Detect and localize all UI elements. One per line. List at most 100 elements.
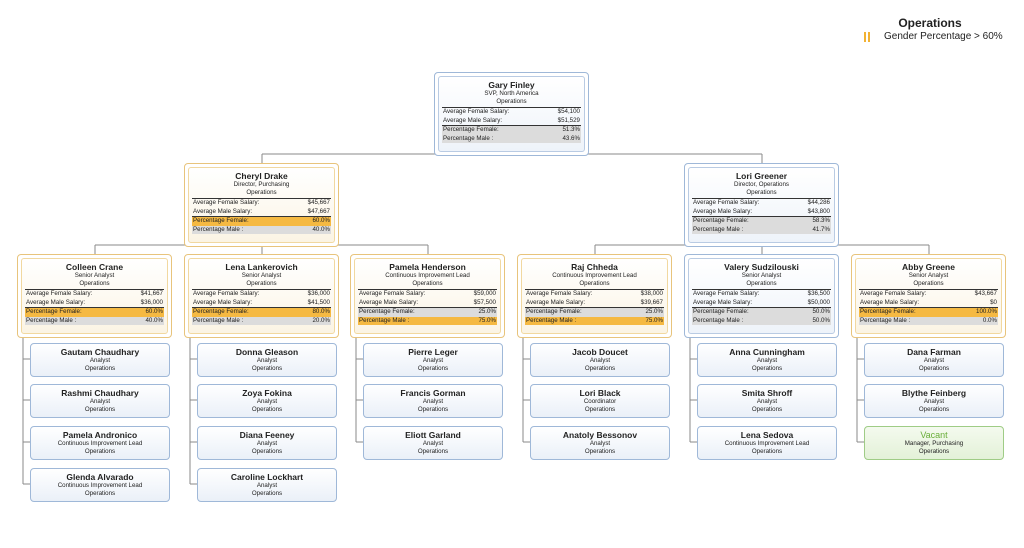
percentage-female-label: Percentage Female: (526, 308, 582, 315)
percentage-female-value: 25.0% (645, 308, 663, 315)
avg-male-salary-row: Average Male Salary:$0 (859, 298, 998, 308)
avg-male-salary-value: $41,500 (307, 298, 330, 306)
avg-female-salary-label: Average Female Salary: (443, 108, 510, 115)
employee-department: Operations (584, 406, 616, 413)
avg-male-salary-value: $36,000 (140, 298, 163, 306)
avg-male-salary-value: $43,800 (807, 207, 830, 215)
employee-name: Diana Feeney (239, 430, 295, 440)
percentage-male-value: 43.6% (562, 134, 580, 142)
percentage-male-label: Percentage Male : (693, 316, 744, 324)
percentage-female-value: 25.0% (478, 308, 496, 315)
avg-male-salary-value: $51,529 (557, 116, 580, 124)
employee-name: Vacant (920, 430, 948, 440)
percentage-female-row: Percentage Female:100.0% (859, 308, 998, 317)
percentage-male-label: Percentage Male : (693, 225, 744, 233)
avg-female-salary-row: Average Female Salary:$59,000 (358, 290, 497, 299)
avg-female-salary-value: $43,667 (974, 290, 997, 297)
manager-name: Abby Greene (902, 262, 955, 272)
percentage-female-label: Percentage Female: (860, 308, 916, 315)
percentage-male-label: Percentage Male : (26, 316, 77, 324)
employee-name: Pamela Andronico (62, 430, 138, 440)
avg-male-salary-label: Average Male Salary: (693, 207, 753, 215)
employee-title: Analyst (923, 357, 945, 364)
employee-department: Operations (251, 406, 283, 413)
employee-name: Blythe Feinberg (901, 388, 967, 398)
employee-name: Caroline Lockhart (230, 472, 304, 482)
avg-female-salary-row: Average Female Salary:$43,667 (859, 290, 998, 299)
employee-name: Lena Sedova (740, 430, 794, 440)
employee-department: Operations (84, 448, 116, 455)
employee-title: Analyst (256, 357, 278, 364)
avg-female-salary-value: $36,500 (807, 290, 830, 297)
percentage-female-label: Percentage Female: (193, 217, 249, 224)
avg-female-salary-row: Average Female Salary:$36,500 (692, 290, 831, 299)
employee-department: Operations (417, 406, 449, 413)
avg-male-salary-row: Average Male Salary:$50,000 (692, 299, 831, 308)
employee-department: Operations (584, 448, 616, 455)
percentage-male-value: 20.0% (312, 316, 330, 324)
avg-male-salary-label: Average Male Salary: (860, 298, 920, 306)
percentage-female-row: Percentage Female:60.0% (25, 308, 164, 317)
manager-department: Operations (496, 98, 527, 105)
percentage-female-label: Percentage Female: (693, 217, 749, 224)
percentage-male-value: 0.0% (982, 316, 997, 324)
avg-female-salary-label: Average Female Salary: (193, 199, 260, 206)
percentage-male-row: Percentage Male :0.0% (859, 316, 998, 325)
manager-department: Operations (79, 280, 110, 287)
employee-name: Anatoly Bessonov (562, 430, 638, 440)
percentage-female-row: Percentage Female: 25.0% (525, 308, 664, 317)
employee-name: Rashmi Chaudhary (61, 388, 139, 398)
percentage-female-label: Percentage Female: (26, 308, 82, 315)
employee-title: Continuous Improvement Lead (724, 440, 810, 447)
employee-department: Operations (251, 365, 283, 372)
percentage-male-label: Percentage Male : (193, 225, 244, 233)
employee-name: Francis Gorman (400, 388, 466, 398)
manager-title: Director, Purchasing (233, 181, 290, 188)
avg-female-salary-value: $41,667 (140, 290, 163, 297)
employee-name: Dana Farman (907, 347, 961, 357)
avg-male-salary-row: Average Male Salary:$41,500 (192, 298, 331, 308)
percentage-female-row: Percentage Female:80.0% (192, 308, 331, 317)
avg-female-salary-row: Average Female Salary:$54,100 (442, 108, 581, 117)
employee-department: Operations (751, 448, 783, 455)
manager-department: Operations (746, 280, 777, 287)
